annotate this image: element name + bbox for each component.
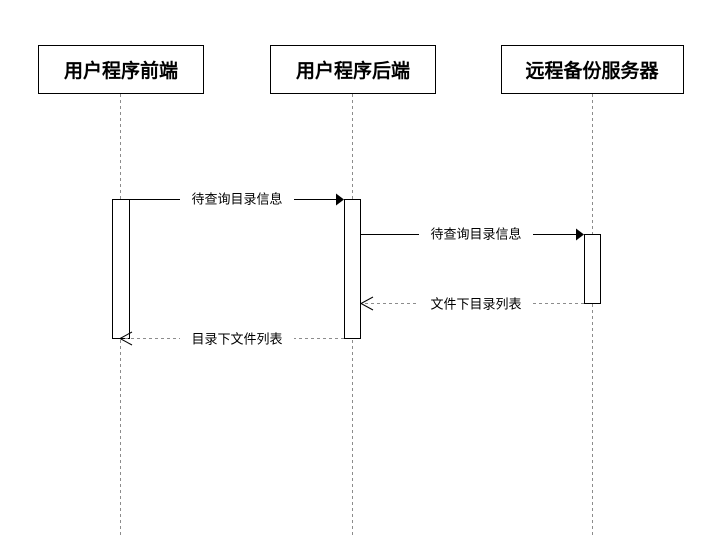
participant-backend-label: 用户程序后端 [296,59,410,82]
participant-frontend-box [38,45,204,94]
message-2-label: 待查询目录信息 [430,227,521,243]
message-4-label-bg [180,330,294,347]
activation-backend [344,199,361,339]
message-2-label-bg [419,225,533,242]
message-3-label: 文件下目录列表 [430,298,521,313]
participant-backup-server-label: 远程备份服务器 [525,59,659,82]
message-4-arrowhead-icon [118,331,133,346]
message-1-label: 待查询目录信息 [191,192,282,208]
participant-frontend-label: 用户程序前端 [64,59,178,82]
message-3-label-bg [419,295,533,312]
message-1-arrowhead-icon [336,193,344,206]
participant-backend-box [270,45,436,94]
message-1[interactable]: 待查询目录信息 [130,190,344,208]
message-2-arrowhead-icon [576,228,584,241]
activation-frontend [112,199,130,339]
message-1-label-bg [180,190,294,207]
participant-frontend[interactable]: 用户程序前端 [38,45,204,94]
message-4-label: 目录下文件列表 [191,333,282,348]
activation-backup-server [584,234,601,304]
participant-backup-server-box [501,45,684,94]
participant-backup-server[interactable]: 远程备份服务器 [501,45,684,94]
message-3-arrowhead-icon [359,296,374,311]
message-4[interactable]: 目录下文件列表 [118,330,344,348]
participant-backend[interactable]: 用户程序后端 [270,45,436,94]
message-3[interactable]: 文件下目录列表 [359,295,584,313]
message-2[interactable]: 待查询目录信息 [361,225,584,243]
